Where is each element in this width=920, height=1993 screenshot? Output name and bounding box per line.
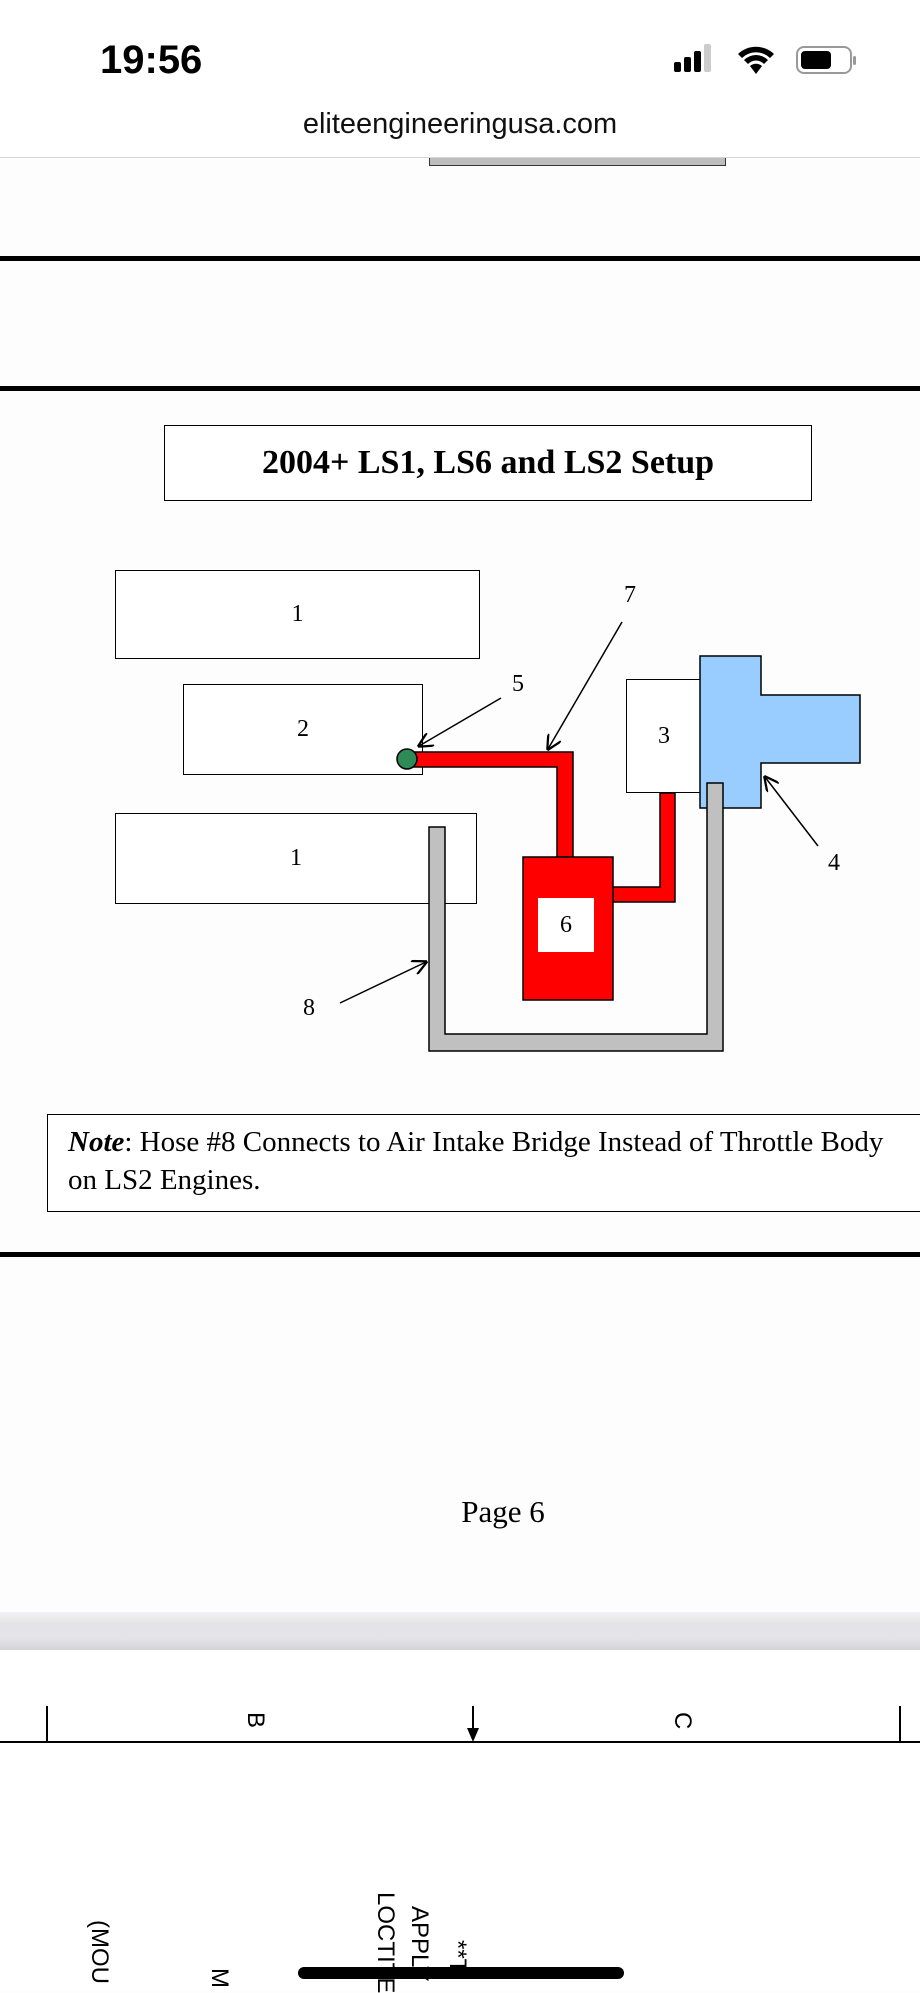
callout-8: 8 (303, 995, 315, 1021)
hose-diagram (339, 621, 861, 1052)
page-number: Page 6 (461, 1494, 545, 1529)
hose-red-to-3 (612, 792, 676, 903)
label: 6 (560, 911, 572, 938)
tick (46, 1706, 48, 1742)
arrow-down-icon (472, 1706, 474, 1736)
ruler-line (0, 1741, 920, 1743)
callout-7: 7 (624, 582, 636, 608)
component-1-top: 1 (115, 570, 480, 659)
label: 2 (297, 716, 309, 742)
hose-8-gray (428, 782, 724, 1052)
status-bar: 19:56 eliteengineeringusa.com (0, 0, 920, 158)
rotated-text: M (206, 1968, 233, 1988)
component-1-bottom: 1 (115, 813, 477, 904)
cellular-signal-icon (674, 44, 714, 72)
divider (0, 1252, 920, 1257)
arrow-head (467, 1728, 479, 1742)
callout-4: 4 (828, 850, 840, 876)
throttle-body-blue (699, 655, 861, 809)
page-separator (0, 1612, 920, 1650)
clock: 19:56 (100, 38, 203, 82)
diagram-title-text: 2004+ LS1, LS6 and LS2 Setup (261, 444, 715, 481)
next-page: B C (MOU M LOCTITE APPLY **T (0, 1650, 920, 1993)
note-box: Note: Hose #8 Connects to Air Intake Bri… (47, 1114, 920, 1212)
wifi-icon (738, 46, 774, 74)
diagram-title: 2004+ LS1, LS6 and LS2 Setup (164, 425, 812, 501)
battery-icon (796, 46, 856, 74)
tick (899, 1706, 901, 1742)
fitting-dot-icon (396, 748, 418, 770)
note-text: : Hose #8 Connects to Air Intake Bridge … (68, 1126, 884, 1196)
rotated-text: (MOU (86, 1920, 113, 1984)
url-bar[interactable]: eliteengineeringusa.com (302, 108, 618, 140)
divider (0, 386, 920, 391)
previous-diagram-fragment (429, 158, 726, 166)
catch-can-label: 6 (538, 898, 594, 952)
home-indicator[interactable] (298, 1967, 624, 1979)
callout-5: 5 (512, 671, 524, 697)
label: 3 (658, 722, 670, 749)
label: 1 (290, 845, 302, 871)
component-2: 2 (183, 684, 423, 775)
divider (0, 256, 920, 261)
note-label: Note (68, 1126, 125, 1158)
column-c: C (669, 1712, 696, 1730)
label: 1 (291, 601, 304, 627)
column-b: B (242, 1712, 269, 1729)
